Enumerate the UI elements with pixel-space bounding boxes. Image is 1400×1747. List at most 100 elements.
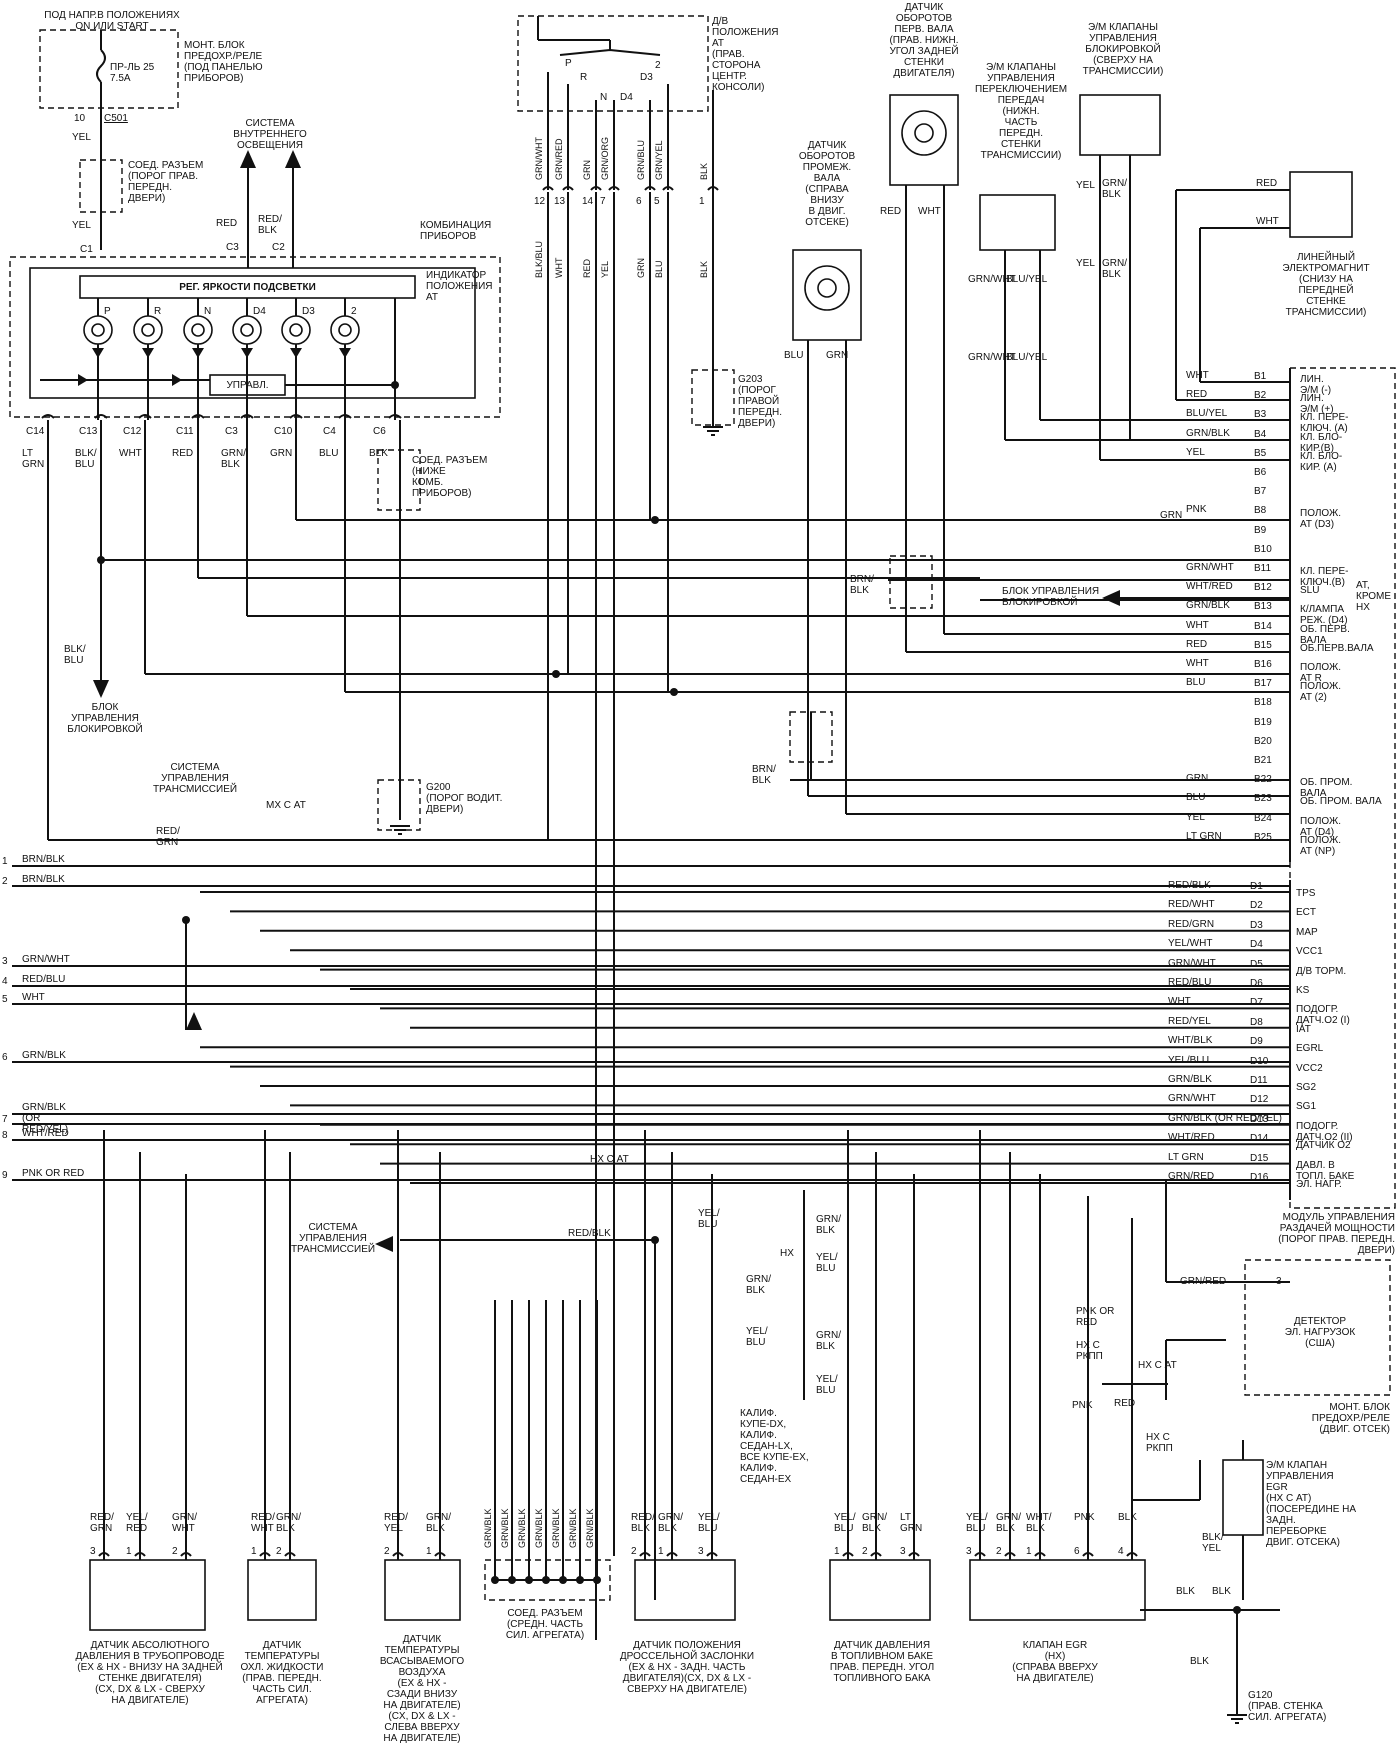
gauge-cluster-outline [9, 256, 501, 418]
cluster-pin-6: C4 [323, 426, 336, 437]
yelblu-2: YEL/ BLU [816, 1252, 838, 1274]
lamp-filament [289, 323, 303, 337]
map-color-0: RED/ GRN [90, 1512, 114, 1534]
yelblu-4: YEL/ BLU [816, 1374, 838, 1396]
connector-icon [562, 186, 574, 191]
lin-red: RED [1256, 178, 1278, 189]
left-wire-color-1: BRN/BLK [22, 874, 65, 885]
pcm-pin-d1: D1 [1250, 881, 1263, 892]
connector-icon [608, 186, 620, 191]
hx-label: HX [780, 1248, 794, 1259]
gear-letter-3: D4 [253, 306, 266, 317]
grnblk-3: GRN/ BLK [816, 1330, 841, 1352]
fuse-symbol [96, 49, 106, 83]
tps-sensor-label: ДАТЧИК ПОЛОЖЕНИЯ ДРОССЕЛЬНОЙ ЗАСЛОНКИ (E… [619, 1640, 755, 1695]
pcm-pin-d6: D6 [1250, 978, 1263, 989]
diode-icon [172, 374, 182, 386]
gear-letter-4: D3 [302, 306, 315, 317]
pcm-pin-b14: B14 [1254, 620, 1272, 632]
pcm-color-b16: WHT [1186, 658, 1209, 669]
connector-icon [134, 1552, 146, 1557]
pcm-pin-b4: B4 [1254, 428, 1267, 440]
grnblk-1: GRN/ BLK [816, 1214, 841, 1236]
diode-icon [192, 348, 204, 358]
pcm-color-d3: RED/GRN [1168, 918, 1215, 930]
diode-icon [78, 374, 88, 386]
connector-outline [889, 555, 933, 609]
switch-letter-4: N [600, 92, 608, 103]
cluster-pin-3: C11 [176, 426, 194, 437]
blkblu-label: BLK/ BLU [64, 644, 86, 666]
switch-pin-2: 14 [582, 196, 594, 207]
pcm-func-b3: КЛ. ПЕРЕ- КЛЮЧ. (A) [1300, 412, 1349, 435]
cluster-color-3: RED [172, 448, 194, 459]
junction-dot [552, 670, 560, 678]
c2-label: C2 [272, 242, 285, 253]
arrow-icon [1102, 590, 1120, 606]
pcm-pin-b5: B5 [1254, 447, 1267, 459]
yel-label: YEL [72, 132, 91, 143]
pcm-pin-d16: D16 [1250, 1172, 1269, 1183]
ss-grnwht: GRN/WHT [968, 274, 1016, 285]
pcm-color-b25: LT GRN [1186, 830, 1222, 842]
pcm-func-d8: IAT [1296, 1023, 1311, 1035]
egr-color-0: YEL/ BLU [966, 1512, 988, 1534]
joint-color-2: GRN/BLK [517, 1508, 527, 1548]
pcm-pin-d4: D4 [1250, 939, 1263, 951]
cluster-pin-4: C3 [225, 426, 238, 437]
cluster-pin-5: C10 [274, 426, 293, 437]
tps-sensor-box [634, 1559, 736, 1621]
connector-icon [707, 186, 719, 191]
connector-icon [974, 1552, 986, 1557]
pcm-color-d16: GRN/RED [1168, 1171, 1215, 1182]
pcm-pin-b2: B2 [1254, 390, 1267, 402]
tps-pin-0: 2 [631, 1546, 637, 1557]
left-wire-num-2: 3 [2, 956, 8, 967]
cluster-color-0: LT GRN [22, 448, 45, 470]
ftp-color-0: YEL/ BLU [834, 1512, 856, 1534]
linear-solenoid-box [1289, 171, 1353, 238]
switch-color-3: GRN/ORG [600, 136, 610, 180]
egr-valve-label: КЛАПАН EGR (HX) (СПРАВА ВВЕРХУ НА ДВИГАТ… [1012, 1640, 1098, 1684]
connector-icon [706, 1552, 718, 1557]
tps-color-1: GRN/ BLK [658, 1512, 683, 1534]
pcm-color-b3: BLU/YEL [1186, 408, 1228, 420]
left-wire-num-5: 6 [2, 1052, 8, 1063]
left-wire-color-5: GRN/BLK [22, 1050, 66, 1061]
pcm-color-b12: WHT/RED [1186, 581, 1233, 593]
connector-icon [666, 1552, 678, 1557]
brnblk-label: BRN/ BLK [850, 574, 874, 596]
switch-color-low-0: BLK/BLU [534, 240, 544, 278]
joint-color-3: GRN/BLK [534, 1508, 544, 1548]
gear-letter-2: N [204, 306, 212, 317]
cluster-color-1: BLK/ BLU [75, 448, 97, 470]
lockup-solenoid-box [1079, 94, 1161, 156]
lamp-5 [330, 315, 360, 345]
connector-icon [392, 1552, 404, 1557]
pin-10: 10 [74, 113, 86, 124]
switch-color-low-1: WHT [554, 257, 564, 279]
pcm-color-d7: WHT [1168, 996, 1191, 1008]
joint-color-0: GRN/BLK [483, 1508, 493, 1548]
hx-at2-label: HX С AT [1138, 1360, 1177, 1371]
ss-bluyel2: BLU/YEL [1006, 352, 1048, 363]
diode-icon [290, 348, 302, 358]
egr-valve-box [969, 1559, 1146, 1621]
pnkred-label: PNK OR RED [1076, 1306, 1115, 1328]
ls-grnblk2: GRN/ BLK [1102, 258, 1127, 280]
egr-color-4: BLK [1118, 1512, 1137, 1523]
pcm-color-d14: WHT/RED [1168, 1132, 1215, 1144]
redgrn-label: RED/ GRN [156, 826, 180, 848]
pcm-func-d16: ЭЛ. НАГР. [1296, 1179, 1342, 1190]
pcm-func-d4: VCC1 [1296, 946, 1323, 958]
connector-icon [388, 414, 402, 419]
ftp-pin-0: 1 [834, 1546, 840, 1557]
interior-light-label: СИСТЕМА ВНУТРЕННЕГО ОСВЕЩЕНИЯ [233, 118, 307, 151]
iat-pin-1: 1 [426, 1546, 432, 1557]
left-wire-num-7: 7 [2, 1114, 8, 1125]
left-wire-color-4: WHT [22, 992, 45, 1003]
at-indicator-label: ИНДИКАТОР ПОЛОЖЕНИЯ AT [426, 270, 493, 303]
lin-wht: WHT [1256, 216, 1279, 227]
pcm-pin-d15: D15 [1250, 1152, 1269, 1164]
